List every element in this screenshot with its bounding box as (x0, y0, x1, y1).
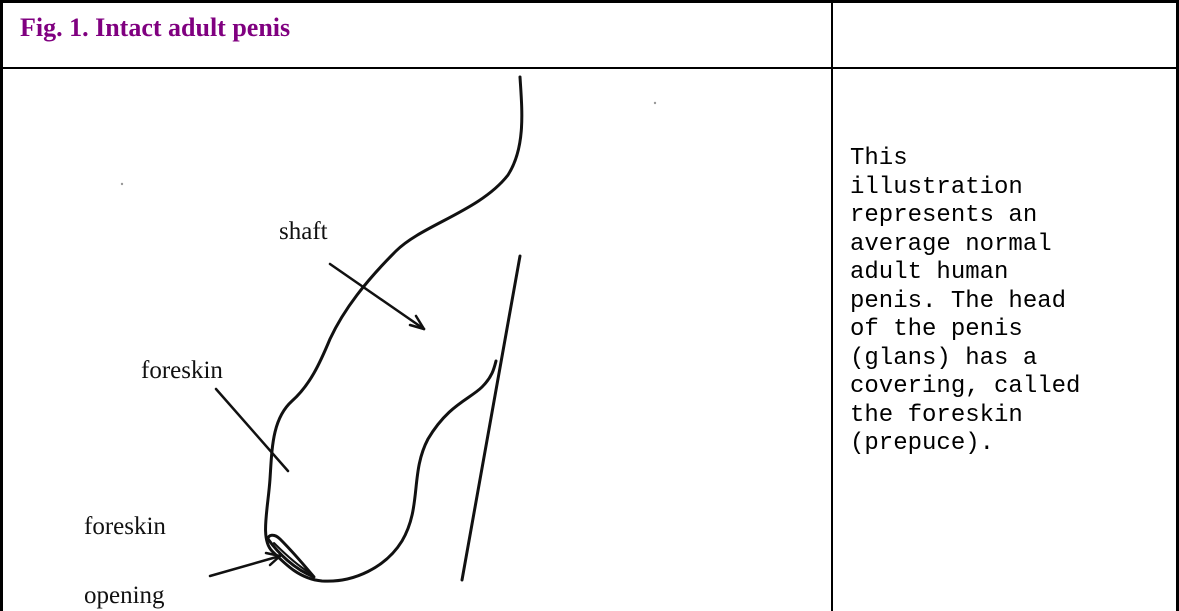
figure-description: This illustration represents an average … (850, 145, 1170, 459)
table-top-border (0, 0, 1179, 3)
underside-line (462, 256, 520, 580)
column-divider (831, 0, 833, 611)
penis-illustration: shaft foreskin foreskin opening (4, 69, 830, 611)
label-foreskin-opening-line2: opening (84, 582, 165, 609)
shaft-outline (266, 77, 522, 581)
foreskin-leader-line (216, 389, 288, 471)
label-foreskin: foreskin (141, 357, 223, 384)
scan-speck (121, 183, 123, 185)
table-left-border (0, 0, 3, 611)
label-foreskin-opening-line1: foreskin (84, 513, 166, 540)
figure-title: Fig. 1. Intact adult penis (20, 13, 290, 43)
label-shaft: shaft (279, 218, 328, 245)
shaft-leader-line (330, 264, 424, 329)
shaft-arrow-head (410, 316, 424, 329)
scan-speck (654, 102, 656, 104)
